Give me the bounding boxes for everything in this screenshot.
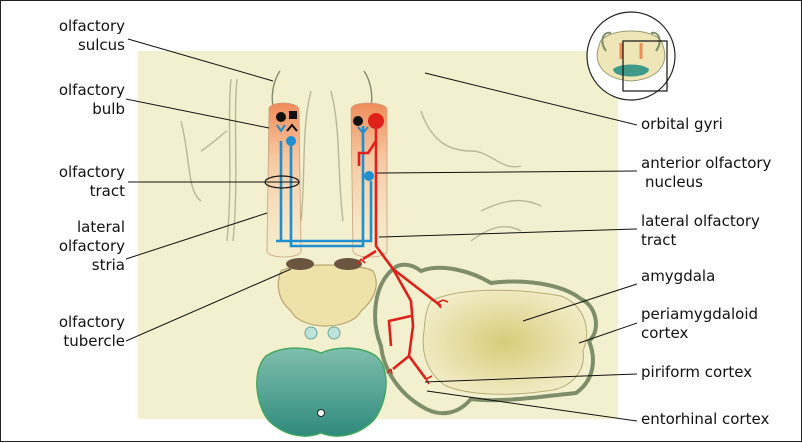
red-neuron-bulb [368,113,384,129]
mammillary-left [305,327,317,339]
label-line: tract [59,182,125,201]
black-neuron-right [353,116,363,126]
label-line: sulcus [59,36,125,55]
label-entorhinal-cortex: entorhinal cortex [641,410,769,429]
label-olfactory-tract: olfactory tract [59,163,125,201]
inset-brain-thumbnail-icon [587,12,675,100]
label-line: olfactory [59,163,125,182]
label-periamygdaloid-cortex: periamygdaloid cortex [641,305,758,343]
label-line: olfactory [59,17,125,36]
brainstem-center-dot [318,410,325,417]
label-line: tubercle [59,332,125,351]
tubercle-left [286,258,314,270]
label-line: lateral olfactory [641,212,760,231]
label-line: tract [641,231,760,250]
black-neuron-left [276,112,286,122]
label-line: nucleus [641,173,771,192]
label-line: anterior olfactory [641,154,771,173]
label-orbital-gyri: orbital gyri [641,115,723,134]
label-line: lateral [59,218,125,237]
label-line: bulb [59,100,125,119]
label-olfactory-tubercle: olfactory tubercle [59,313,125,351]
label-lateral-olfactory-stria: lateral olfactory stria [59,218,125,275]
label-anterior-olfactory-nucleus: anterior olfactory nucleus [641,154,771,192]
tubercle-right [334,258,362,270]
label-piriform-cortex: piriform cortex [641,363,752,382]
label-lateral-olfactory-tract: lateral olfactory tract [641,212,760,250]
label-line: olfactory [59,237,125,256]
label-line: olfactory [59,81,125,100]
label-olfactory-sulcus: olfactory sulcus [59,17,125,55]
brainstem [257,348,386,436]
label-line: stria [59,256,125,275]
blue-neuron-nucleus [364,171,374,181]
label-line: periamygdaloid [641,305,758,324]
black-neuron-square [289,111,297,119]
label-olfactory-bulb: olfactory bulb [59,81,125,119]
mammillary-right [328,327,340,339]
label-amygdala: amygdala [641,267,715,286]
label-line: cortex [641,324,758,343]
blue-neuron-bulb [286,136,296,146]
label-line: olfactory [59,313,125,332]
